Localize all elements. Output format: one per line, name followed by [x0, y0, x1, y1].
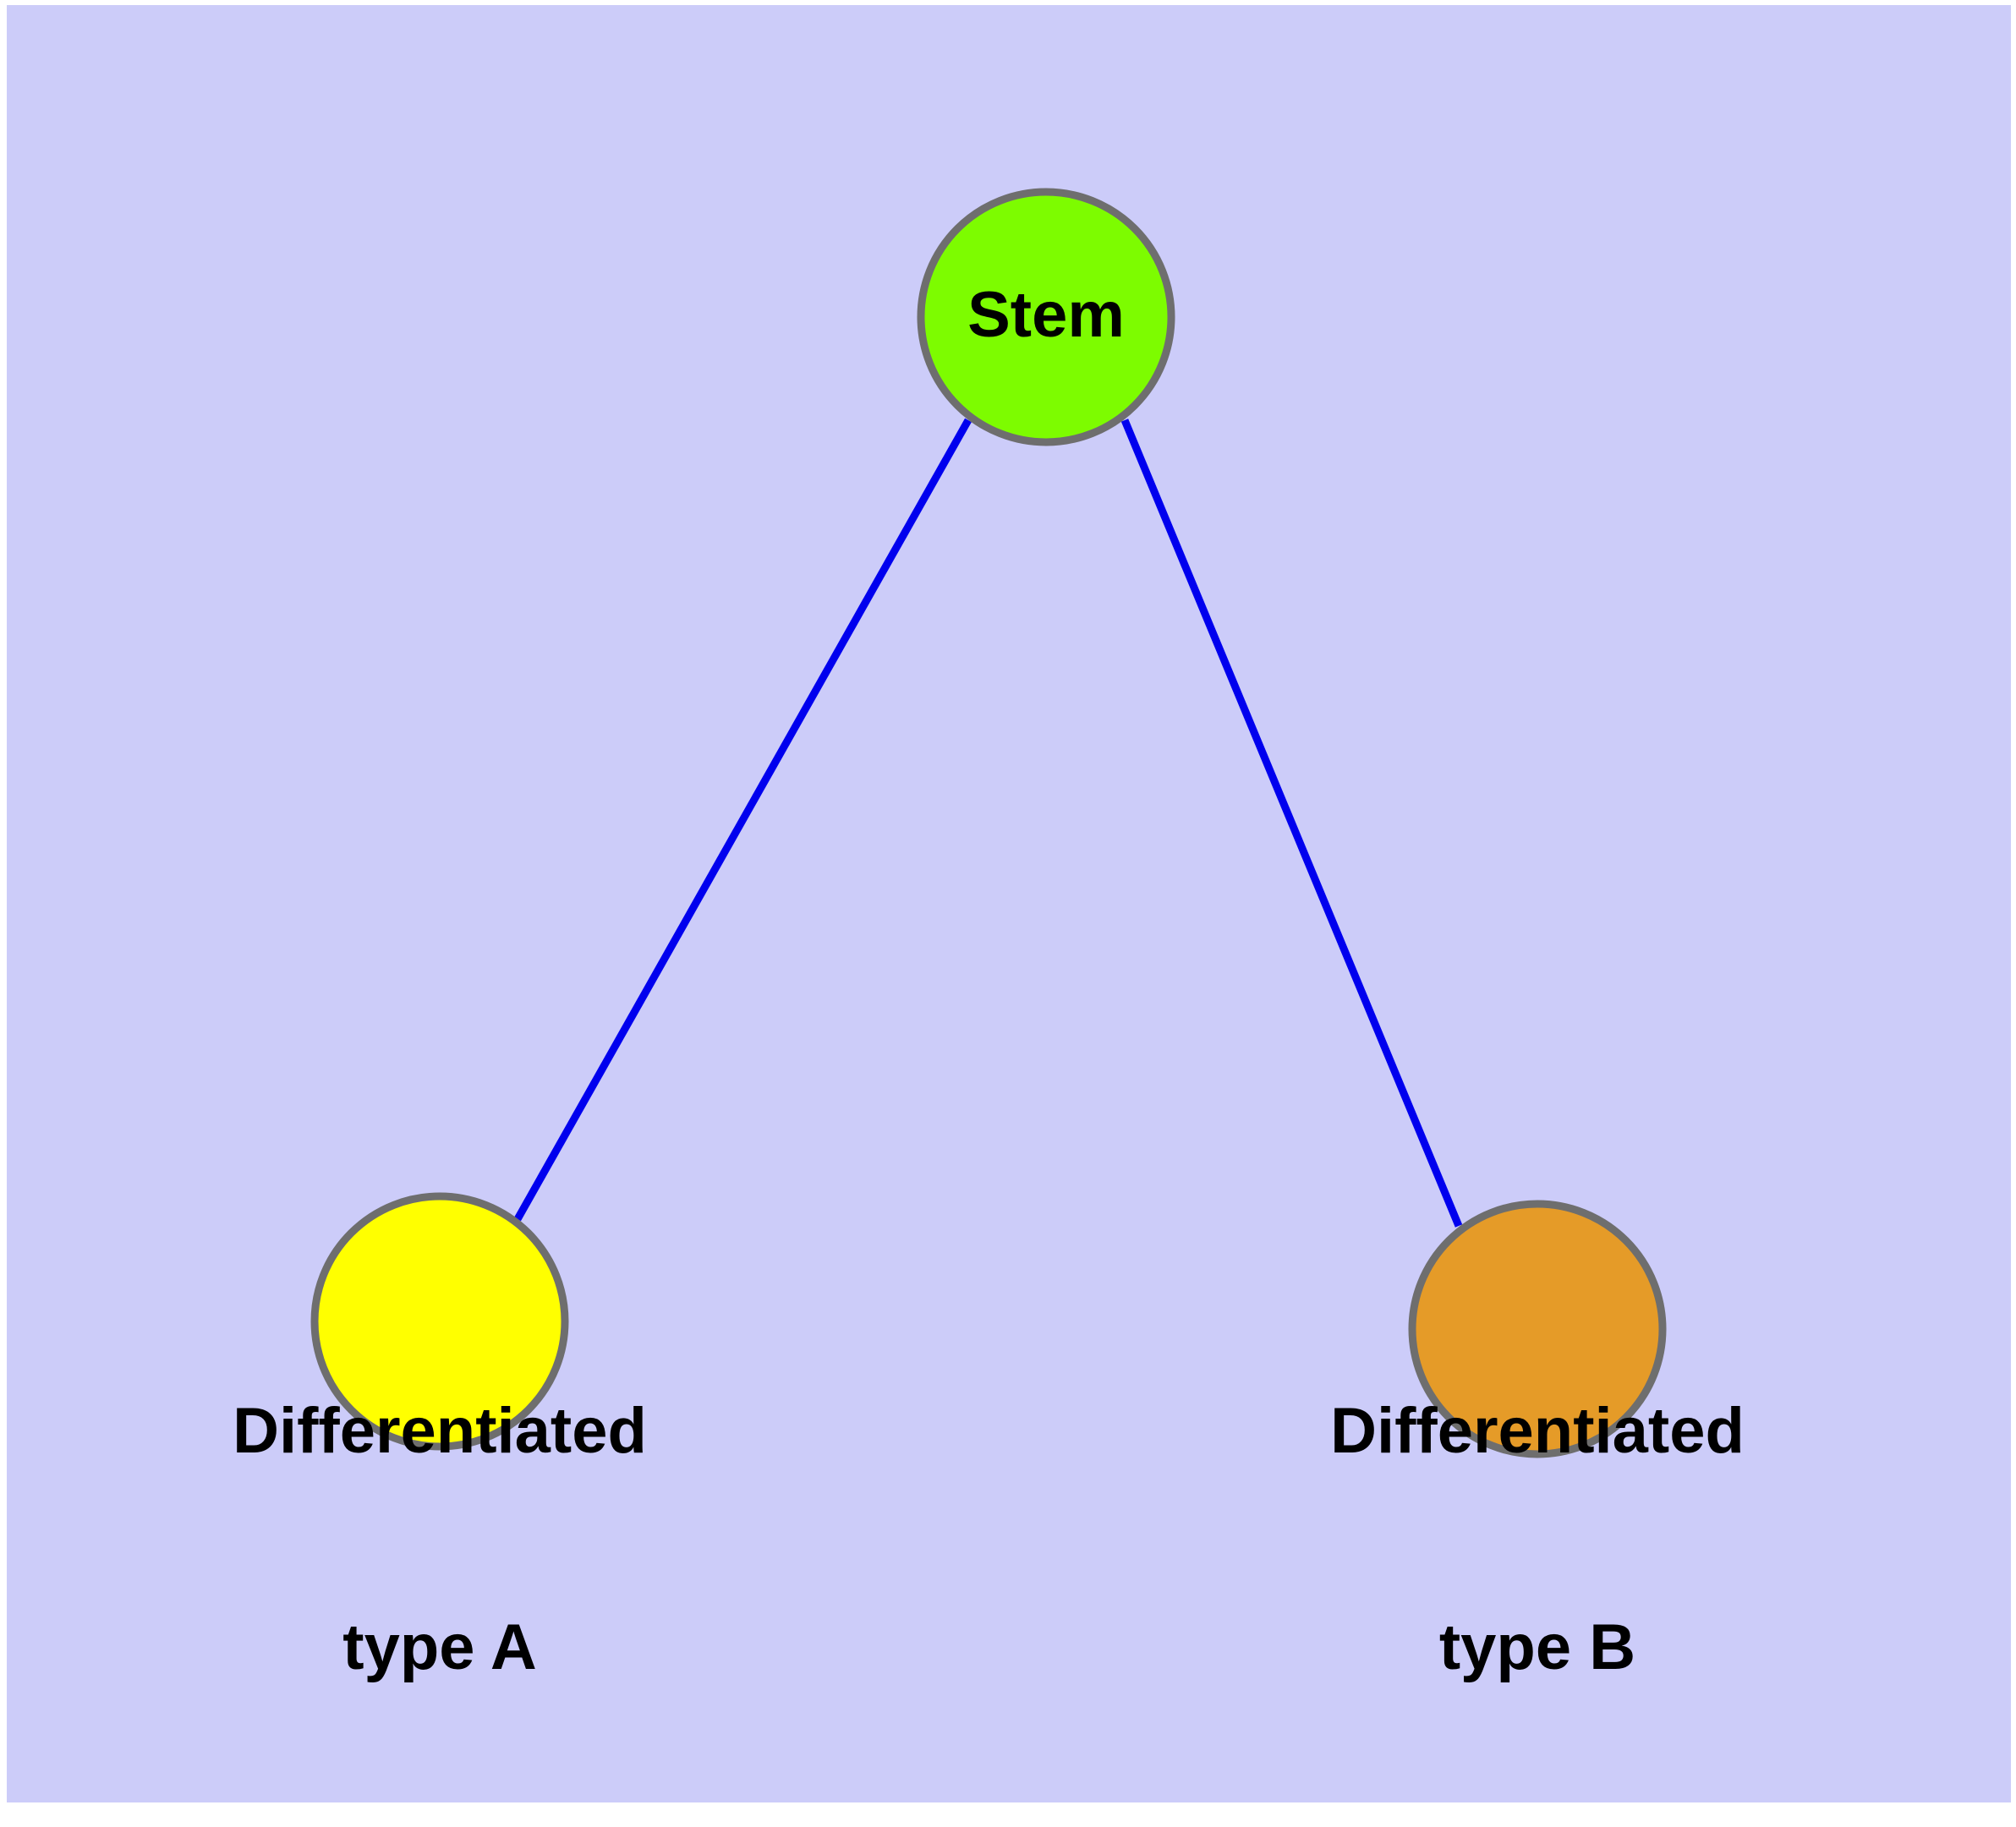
edge-stem-to-differentiated-type-b [1120, 418, 1463, 1228]
node-differentiated-type-b[interactable] [1408, 1200, 1667, 1458]
node-differentiated-type-a[interactable] [310, 1192, 569, 1451]
node-layer [310, 188, 1667, 1458]
edge-stem-to-differentiated-type-a [514, 418, 972, 1222]
edge-layer [514, 418, 1463, 1228]
node-stem[interactable] [917, 188, 1175, 446]
